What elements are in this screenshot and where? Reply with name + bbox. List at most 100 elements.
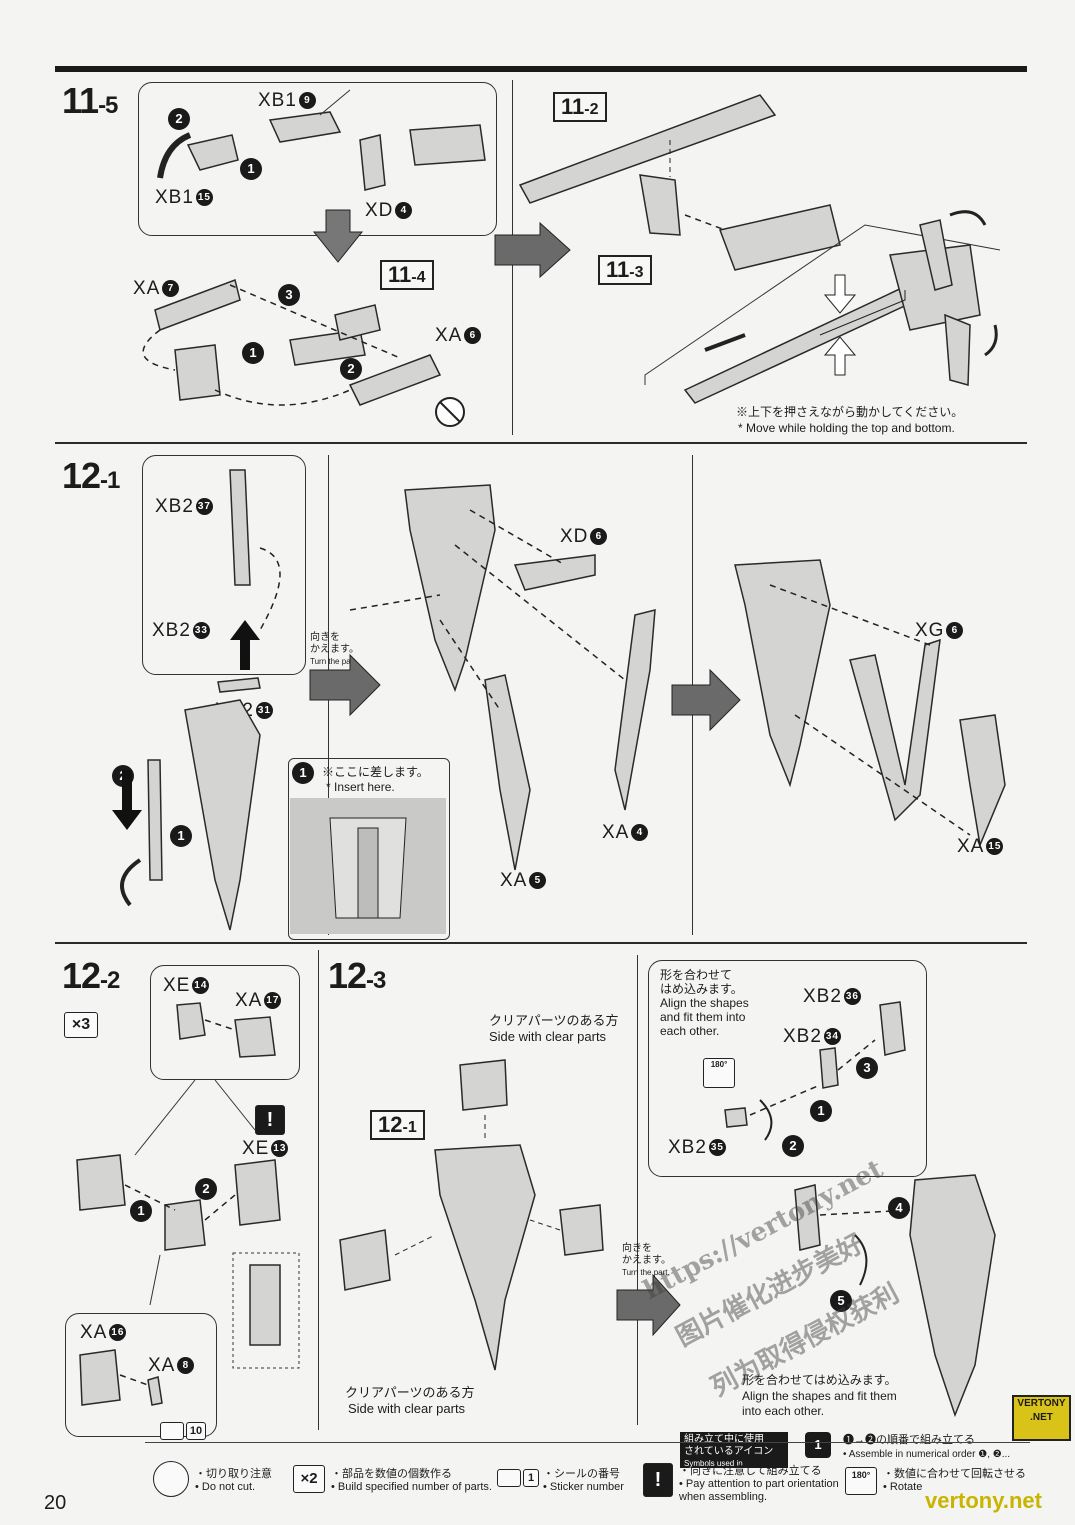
step-11-5-illustration [142,89,486,427]
step-12-3-detail-illustration [724,1001,906,1141]
legend-mult: ・部品を数値の個数作る• Build specified number of p… [331,1468,492,1493]
insert-note-jp: ※ここに差します。 [322,765,429,779]
ref-11-2: 11-2 [553,92,607,122]
legend-bar: ・切り取り注意• Do not cut. ×2 ・部品を数値の個数作る• Bui… [145,1442,1030,1513]
detail-callout [65,1313,217,1437]
order-5-badge: 5 [830,1290,852,1312]
sticker-icon [497,1469,521,1487]
sticker-icon [160,1422,184,1440]
order-1-badge: 1 [130,1200,152,1222]
align-note-2-en2: into each other. [742,1404,825,1418]
move-note-jp: ※上下を押さえながら動かしてください。 [736,405,964,419]
clear-parts-note-en: Side with clear parts [348,1401,466,1416]
step-12-3-illustration [339,1059,604,1371]
step-12-1-title: 12-1 [62,455,120,496]
order-1-badge: 1 [240,158,262,180]
legend-orient: ・向きに注意して組み立てる• Pay attention to part ori… [679,1465,839,1503]
step-12-1-a-illustration [112,469,281,931]
multiplier-icon: ×2 [293,1465,325,1493]
step-11-2-3-illustration [494,94,1001,404]
clear-parts-note-jp: クリアパーツのある方 [489,1013,619,1028]
section-divider [55,442,1027,444]
rotate-icon: 180° [845,1467,877,1495]
detail-callout [142,455,306,675]
order-3-badge: 3 [856,1057,878,1079]
order-icon: 1 [805,1432,831,1458]
legend-order-en: • Assemble in numerical order ❶, ❷... [843,1449,1011,1460]
step-12-2-detail-illustration [79,1349,163,1406]
step-12-2-illustration [76,1002,300,1369]
order-1-badge: 1 [292,762,314,784]
order-1-badge: 1 [170,825,192,847]
order-1-badge: 1 [810,1100,832,1122]
ref-11-3: 11-3 [598,255,652,285]
order-2-badge: 2 [195,1178,217,1200]
orientation-warning-icon: ! [643,1463,673,1497]
do-not-cut-icon [153,1461,189,1497]
panel-divider [637,955,638,1425]
vertony-logo: VERTONY.NET [1012,1395,1071,1441]
top-rule [55,66,1027,72]
align-note-2-en1: Align the shapes and fit them [742,1389,897,1403]
order-1-badge: 1 [242,342,264,364]
step-12-3-title: 12-3 [328,955,386,996]
ref-11-4: 11-4 [380,260,434,290]
sticker-number-icon: 1 [523,1469,539,1487]
legend-order-jp: ❶→❷の順番で組み立てる [843,1434,975,1446]
align-note-2-jp: 形を合わせてはめ込みます。 [742,1373,897,1387]
orientation-warning-icon: ! [255,1105,285,1135]
multiplier-badge: ×3 [64,1012,98,1038]
panel-divider [318,950,319,1430]
turn-note: 向きをかえます。Turn the part. [310,632,359,666]
rotate-180-icon: 180° [703,1058,735,1088]
step-12-1-b-illustration [309,484,656,871]
watermark-bottom: vertony.net [925,1488,1042,1513]
clear-parts-note-en: Side with clear parts [489,1029,607,1044]
legend-cut: ・切り取り注意• Do not cut. [195,1468,272,1493]
step-11-5-title: 11-5 [62,80,118,121]
order-4-badge: 4 [888,1197,910,1219]
clear-parts-note-jp: クリアパーツのある方 [345,1385,475,1400]
page-number: 20 [44,1492,67,1514]
sticker-number: 10 [186,1422,206,1440]
order-3-badge: 3 [278,284,300,306]
step-12-3-final-illustration [616,1174,996,1418]
insert-note-en: * Insert here. [326,780,395,794]
order-2-badge: 2 [168,108,190,130]
order-2-badge: 2 [782,1135,804,1157]
step-12-2-title: 12-2 [62,955,120,996]
insert-detail-panel [288,758,450,940]
move-note-en: * Move while holding the top and bottom. [738,421,955,435]
order-2-badge: 2 [340,358,362,380]
detail-callout [648,960,927,1177]
legend-sticker: ・シールの番号• Sticker number [543,1468,624,1493]
ref-12-1: 12-1 [370,1110,425,1140]
legend-rotate: ・数値に合わせて回転させる• Rotate [883,1468,1026,1493]
section-divider [55,942,1027,944]
insert-detail-illustration [290,798,446,934]
detail-callout [150,965,300,1080]
step-12-1-c-illustration [671,559,1006,848]
